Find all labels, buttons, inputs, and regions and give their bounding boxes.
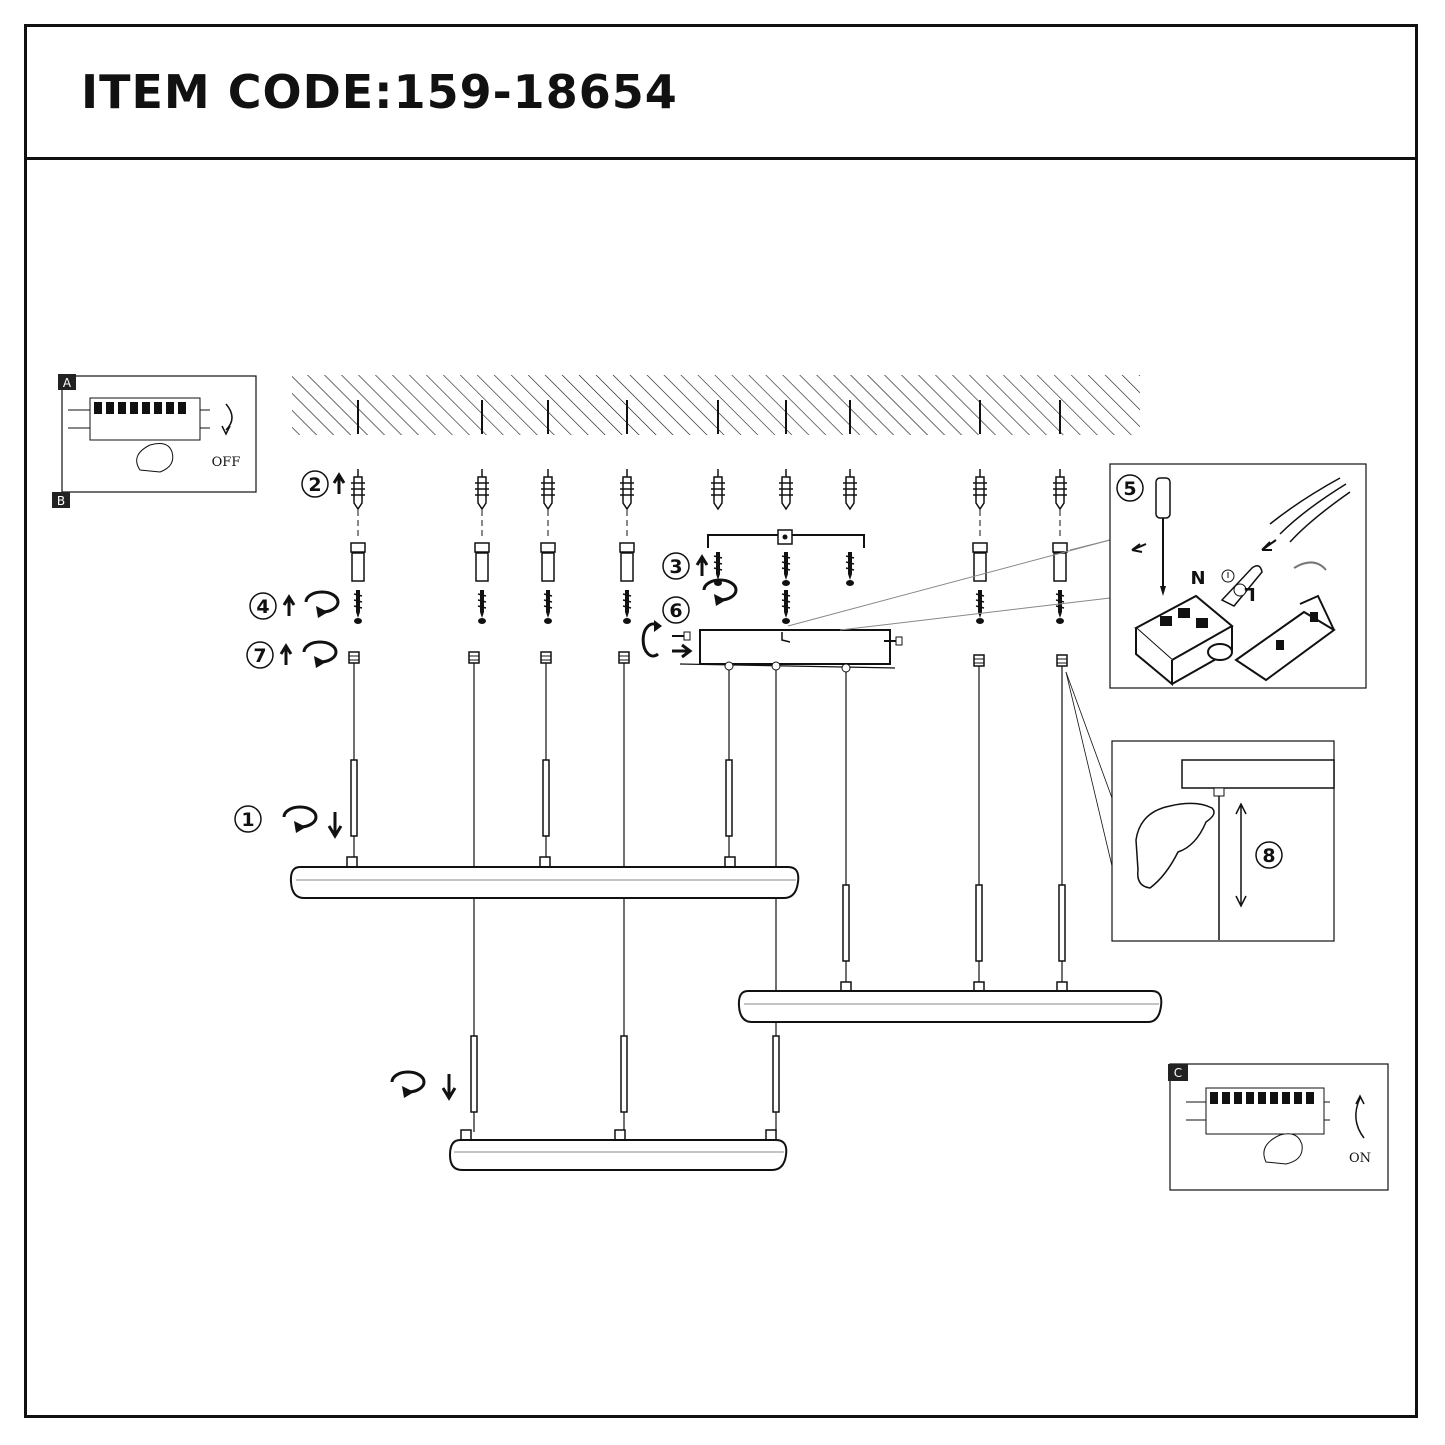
inset-tag-c: C bbox=[1174, 1066, 1182, 1080]
step-5-number: 5 bbox=[1123, 478, 1136, 500]
light-bar-right bbox=[737, 990, 1163, 1023]
lower-bar-rotate-label bbox=[390, 1070, 457, 1101]
item-code-title: ITEM CODE:159-18654 bbox=[81, 65, 678, 119]
page-frame: ITEM CODE:159-18654 bbox=[24, 24, 1418, 1418]
wiring-inset: 5 N L bbox=[787, 463, 1367, 689]
step-1-label: 1 bbox=[234, 805, 343, 839]
neutral-label: N bbox=[1190, 568, 1205, 589]
hand-icon bbox=[1135, 802, 1215, 889]
step-7-label: 7 bbox=[246, 640, 338, 670]
mounting-clip bbox=[1234, 594, 1336, 682]
inset-tag-b: B bbox=[57, 494, 65, 508]
light-bar-upper bbox=[289, 866, 800, 899]
mounting-bracket bbox=[707, 529, 865, 548]
breaker-on-label: ON bbox=[1349, 1151, 1371, 1166]
step-4-label: 4 bbox=[249, 590, 340, 620]
ground-icon bbox=[1221, 569, 1235, 583]
height-adjust-inset: 8 bbox=[1065, 671, 1335, 942]
screws bbox=[353, 551, 1065, 625]
ceiling bbox=[292, 375, 1140, 435]
terminal-block bbox=[1134, 594, 1234, 687]
step-6-number: 6 bbox=[669, 600, 682, 622]
step-1-number: 1 bbox=[241, 809, 254, 831]
canopy-plate bbox=[672, 629, 903, 673]
cable-sleeves bbox=[350, 759, 1066, 1113]
step-4-number: 4 bbox=[256, 596, 269, 618]
wires bbox=[1269, 477, 1351, 543]
header: ITEM CODE:159-18654 bbox=[27, 27, 1415, 160]
inset-tag-a: A bbox=[63, 376, 72, 390]
breaker-on-inset: C ON bbox=[1168, 1063, 1389, 1191]
breaker-off-label: OFF bbox=[212, 455, 241, 470]
canopy-caps bbox=[350, 542, 1068, 582]
step-2-number: 2 bbox=[308, 474, 321, 496]
screwdriver-icon bbox=[1155, 477, 1171, 596]
step-7-number: 7 bbox=[253, 645, 266, 667]
step-8-number: 8 bbox=[1262, 845, 1275, 867]
step-2-label: 2 bbox=[301, 470, 346, 498]
step-3-number: 3 bbox=[669, 556, 682, 578]
live-label: L bbox=[1244, 583, 1255, 604]
ceiling-anchors bbox=[357, 400, 1061, 434]
connector-plug bbox=[1220, 565, 1263, 607]
step-3-label: 3 bbox=[662, 552, 738, 608]
light-bar-lower bbox=[448, 1139, 788, 1171]
breaker-off-inset: A B OFF bbox=[52, 374, 257, 508]
step-6-label: 6 bbox=[641, 596, 693, 659]
dash-guides bbox=[357, 510, 1061, 540]
wall-plugs bbox=[350, 468, 1068, 510]
